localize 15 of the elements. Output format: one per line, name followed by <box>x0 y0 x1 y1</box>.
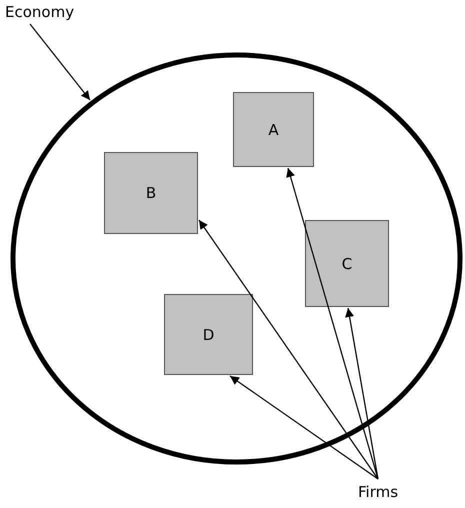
box-label: B <box>146 184 156 202</box>
ellipse-outline <box>10 52 463 465</box>
leader-arrow <box>30 24 90 100</box>
box-label: A <box>268 120 279 138</box>
box-label: C <box>342 254 352 272</box>
callout-label: Firms <box>358 483 398 501</box>
firm-box <box>164 294 253 375</box>
leader-arrow <box>230 376 378 480</box>
box-label: D <box>202 326 214 344</box>
leader-arrow <box>345 308 379 480</box>
callout-label: Economy <box>5 3 74 21</box>
firm-box <box>104 152 198 234</box>
firm-box <box>305 220 389 307</box>
firm-box <box>233 92 314 167</box>
leader-arrow <box>198 220 378 480</box>
